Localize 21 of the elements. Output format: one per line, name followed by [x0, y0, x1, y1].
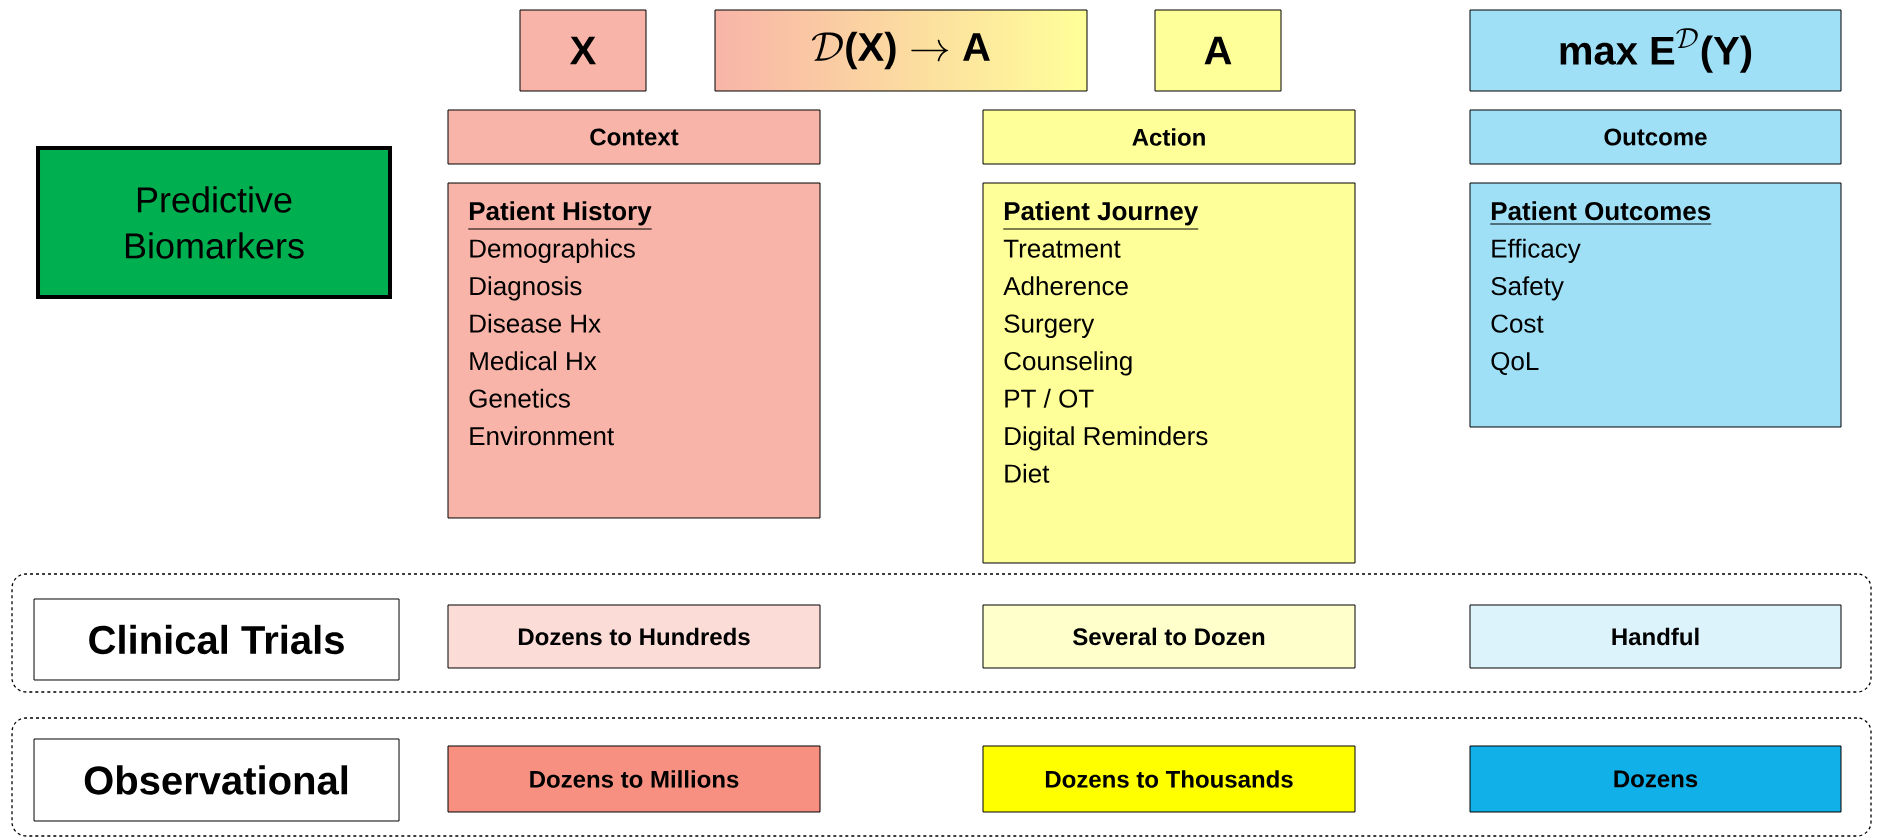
list-box: Patient Journey Treatment Adherence Surgery Counseling PT / OT Digital Reminders Diet	[982, 182, 1356, 564]
row-label-box: Observational	[33, 738, 400, 822]
value-box: Dozens to Hundreds	[447, 604, 821, 669]
value-box: Dozens	[1469, 745, 1842, 813]
header-box: Action	[982, 109, 1356, 165]
dashed-band	[11, 717, 1872, 837]
value-box: Dozens to Thousands	[982, 745, 1356, 813]
formula-box: $\textbf{A}$	[1154, 9, 1282, 92]
value-box: Handful	[1469, 604, 1842, 669]
header-box: Outcome	[1469, 109, 1842, 165]
value-box: Dozens to Millions	[447, 745, 821, 813]
dashed-band	[11, 573, 1872, 693]
row-label-box: Clinical Trials	[33, 598, 400, 681]
header-box: Context	[447, 109, 821, 165]
title-box: Predictive Biomarkers	[36, 146, 392, 299]
value-box: Several to Dozen	[982, 604, 1356, 669]
formula-box: $\mathcal{D}\textbf{(X)}\rightarrow\textbf{A}$	[714, 9, 1088, 92]
list-box: Patient History Demographics Diagnosis Disease Hx Medical Hx Genetics Environment	[447, 182, 821, 519]
formula-box: $\textbf{max E}^{\mathcal{D}}\textbf{(Y)}$	[1469, 9, 1842, 92]
formula-box: $\textbf{X}$	[519, 9, 647, 92]
list-box: Patient Outcomes Efficacy Safety Cost QoL	[1469, 182, 1842, 428]
